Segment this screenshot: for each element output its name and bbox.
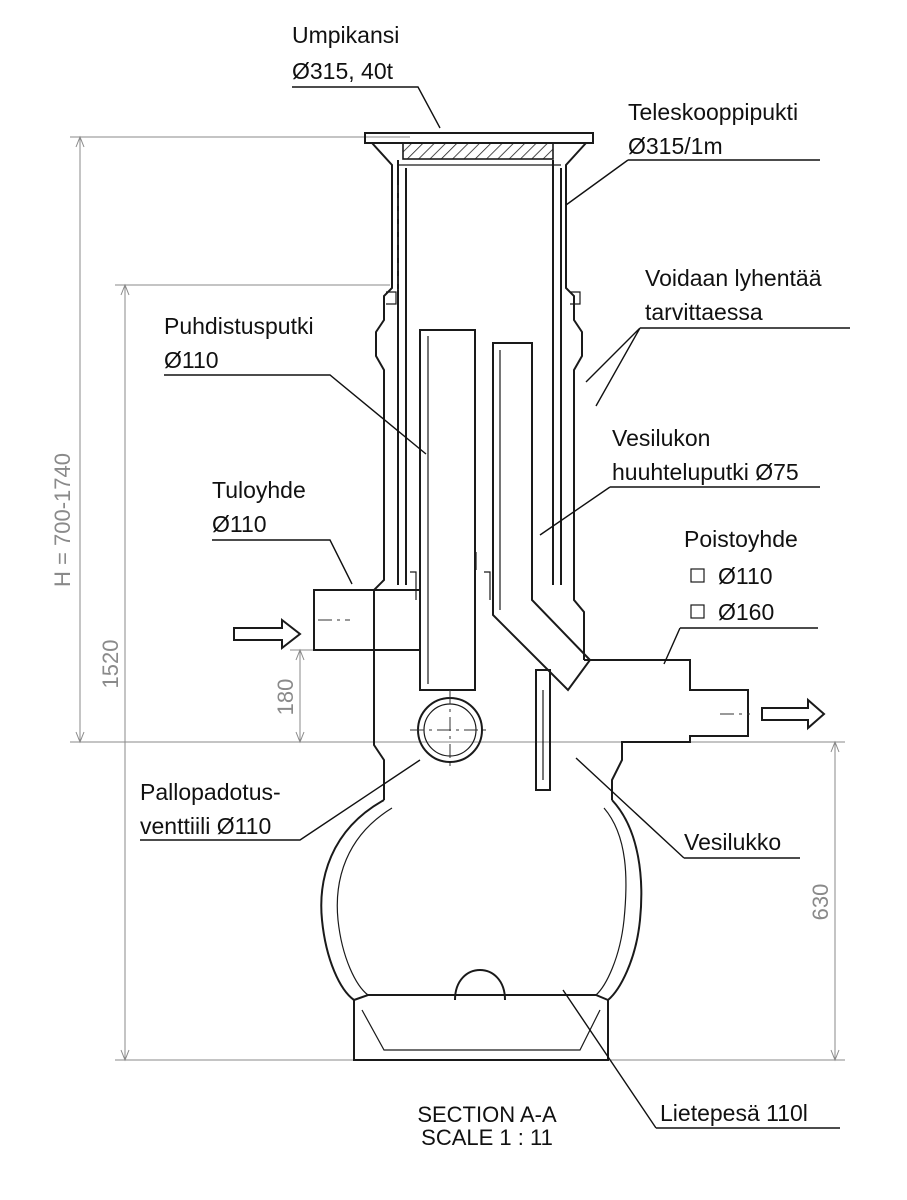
label-umpikansi-name: Umpikansi [292,22,399,48]
label-voidaan-line2: tarvittaessa [645,299,763,325]
dim-total-height: H = 700-1740 [50,453,75,587]
poistoyhde-option2-checkbox [690,604,705,619]
label-teleskooppi-name: Teleskooppipukti [628,99,798,125]
label-vesilukko: Vesilukko [684,829,781,855]
label-teleskooppi-spec: Ø315/1m [628,133,723,159]
label-tuloyhde-name: Tuloyhde [212,477,306,503]
label-pallo-line1: Pallopadotus- [140,779,281,805]
label-vesilukon-line2: huuhteluputki Ø75 [612,459,799,485]
label-poistoyhde-name: Poistoyhde [684,526,798,552]
poistoyhde-option1-checkbox [690,568,705,583]
scale-title: SCALE 1 : 11 [421,1125,553,1150]
inlet-flow-arrow [233,617,302,651]
label-poistoyhde-opt2: Ø160 [718,599,774,625]
label-vesilukon-line1: Vesilukon [612,425,710,451]
label-puhdistus-spec: Ø110 [164,347,219,373]
tank-outline [320,132,749,1061]
leader-lines [140,86,850,1129]
label-umpikansi-spec: Ø315, 40t [292,58,394,84]
label-pallo-line2: venttiili Ø110 [140,813,271,839]
label-poistoyhde-opt1: Ø110 [718,563,773,589]
label-tuloyhde-spec: Ø110 [212,511,267,537]
dim-630: 630 [808,884,833,921]
dimension-lines [70,135,845,1062]
outlet-flow-arrow [761,697,826,731]
label-lietepesa: Lietepesä 110l [660,1100,808,1126]
dim-180: 180 [273,679,298,716]
internal-pipes [313,185,750,791]
label-voidaan-line1: Voidaan lyhentää [645,265,822,291]
label-puhdistus-name: Puhdistusputki [164,313,314,339]
section-title: SECTION A-A [417,1102,557,1127]
dim-1520: 1520 [98,640,123,689]
